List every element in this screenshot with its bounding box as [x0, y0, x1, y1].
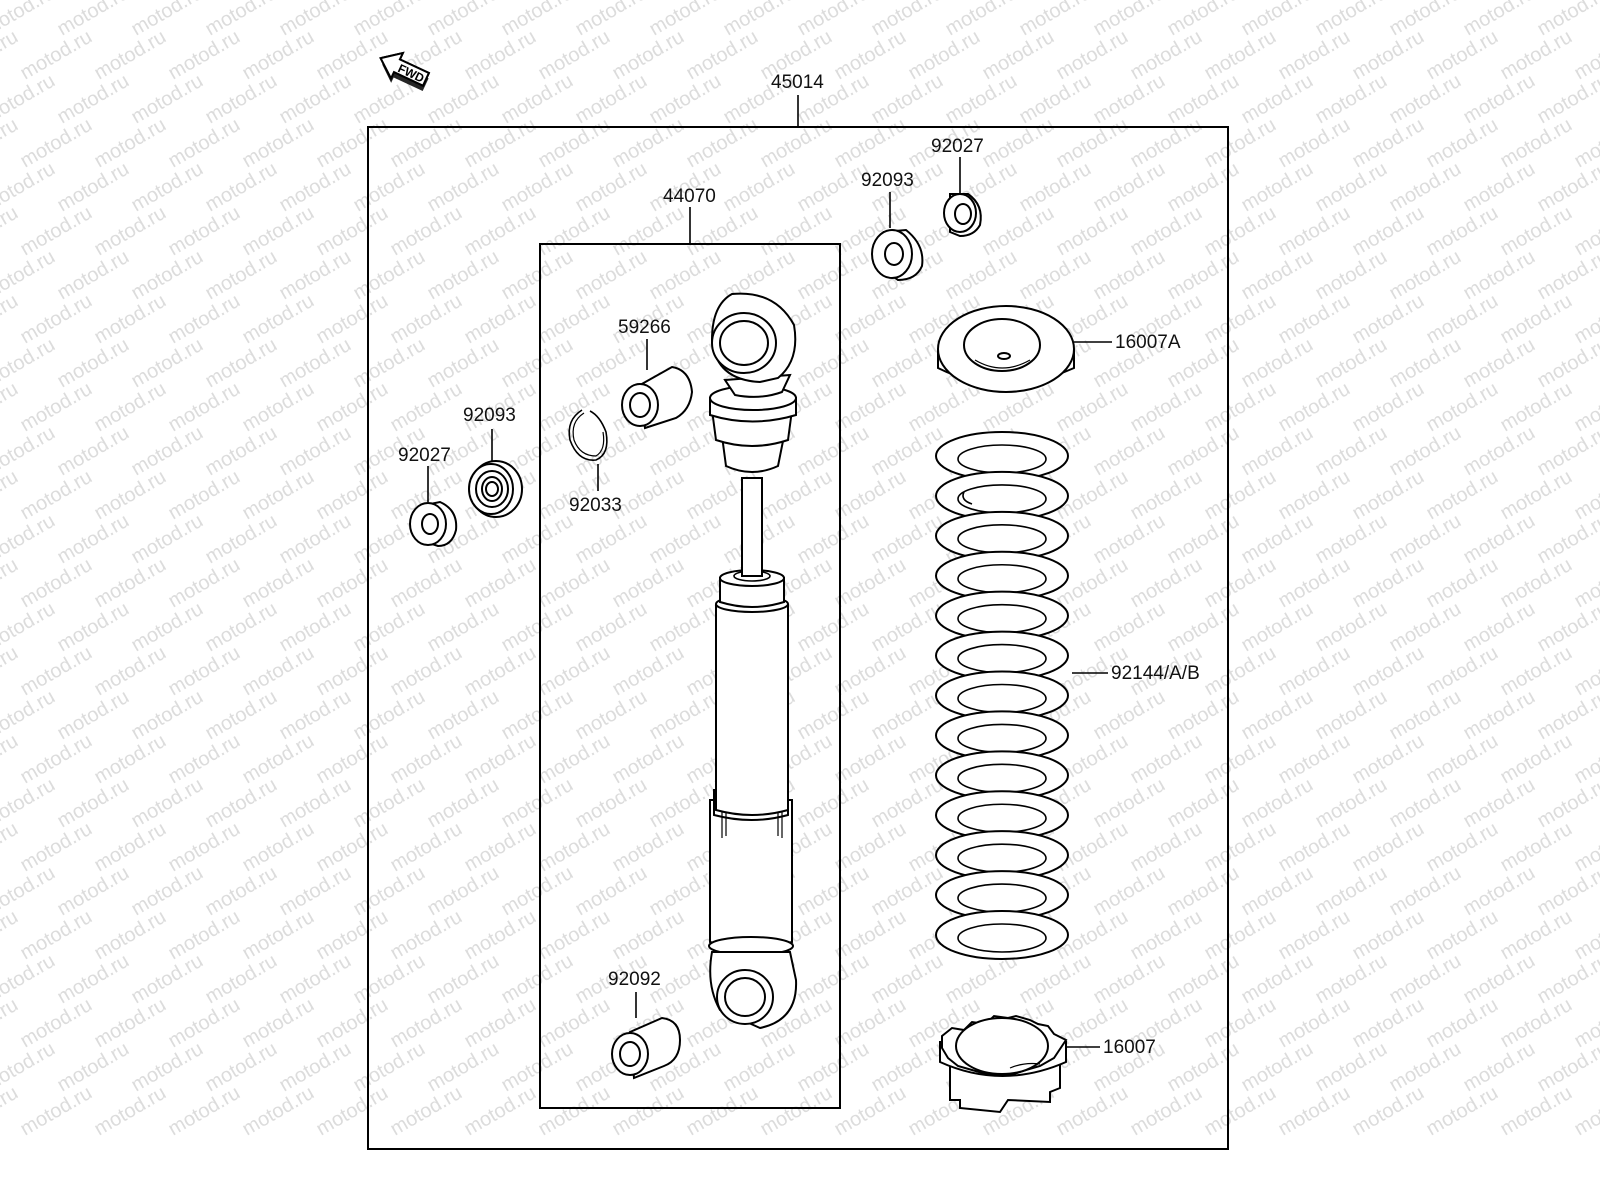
spring-coil-inner — [957, 563, 1047, 594]
leader-lines — [427, 157, 1112, 1048]
collar-59266 — [621, 365, 694, 430]
spring-end — [962, 491, 973, 505]
label-16007: 16007 — [1103, 1037, 1156, 1058]
bearing-92093-left — [468, 460, 523, 518]
label-92093-left: 92093 — [463, 405, 516, 426]
circlip-92033 — [568, 409, 608, 461]
label-92033: 92033 — [569, 495, 622, 516]
adjuster-nut-16007 — [939, 1014, 1068, 1114]
spring-coil-inner — [957, 923, 1047, 953]
label-45014: 45014 — [771, 72, 824, 93]
bearing-92093-right — [871, 228, 924, 282]
label-92093-right: 92093 — [861, 170, 914, 191]
label-92027-right: 92027 — [931, 136, 984, 157]
spring-coil-inner — [957, 643, 1047, 674]
spring-coil-inner — [957, 883, 1047, 913]
spring-coil-inner — [957, 843, 1047, 873]
spring-coil-inner — [957, 683, 1047, 714]
spring-coil-inner — [957, 723, 1047, 754]
cap-92027-right — [943, 193, 982, 238]
spring-seat-16007A — [937, 305, 1075, 393]
cap-92027-left — [409, 500, 458, 548]
label-16007A: 16007A — [1115, 332, 1181, 353]
bushing-92092 — [611, 1016, 682, 1080]
spring-coil-inner — [957, 484, 1047, 514]
label-92092: 92092 — [608, 969, 661, 990]
label-44070: 44070 — [663, 186, 716, 207]
fwd-arrow-icon: FWD — [379, 51, 431, 92]
shock-absorber — [708, 292, 798, 1030]
spring-coil-inner — [957, 444, 1047, 474]
spring-coil-inner — [957, 603, 1047, 634]
label-92027-left: 92027 — [398, 445, 451, 466]
label-59266: 59266 — [618, 317, 671, 338]
assembly-frame — [367, 126, 1229, 1150]
spring-coil-inner — [957, 763, 1047, 794]
spring-coil-inner — [957, 524, 1047, 554]
label-92144-A-B: 92144/A/B — [1111, 663, 1200, 684]
spring-coil-inner — [957, 803, 1047, 834]
coil-spring-92144 — [935, 431, 1069, 960]
